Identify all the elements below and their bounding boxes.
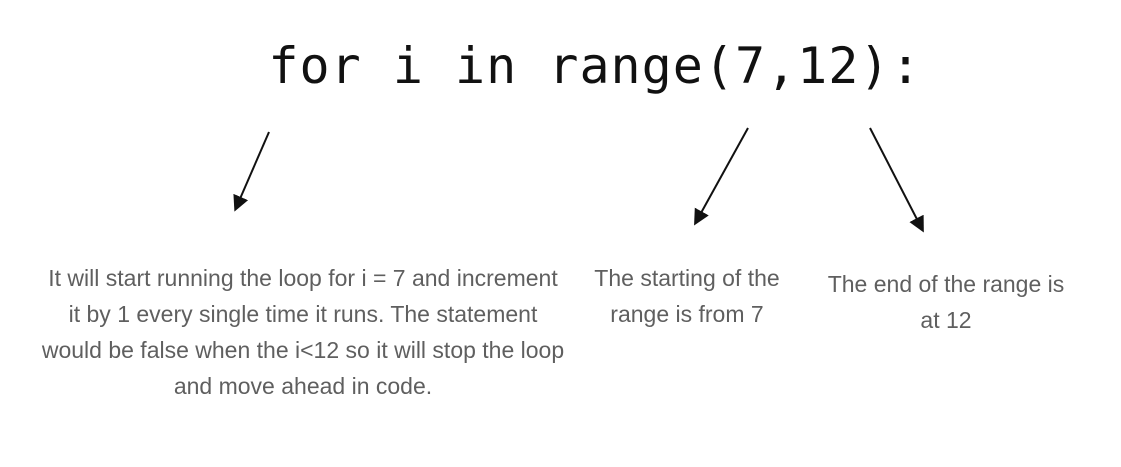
annotation-range-end: The end of the range is at 12 (827, 271, 1065, 333)
code-line: for i in range(7,12): (268, 37, 922, 95)
annotation-loop-explanation: It will start running the loop for i = 7… (41, 265, 565, 399)
arrow-loop-variable (233, 131, 270, 212)
arrow-range-end (869, 127, 924, 233)
annotation-range-start: The starting of the range is from 7 (594, 265, 780, 327)
arrow-range-start (694, 127, 749, 226)
